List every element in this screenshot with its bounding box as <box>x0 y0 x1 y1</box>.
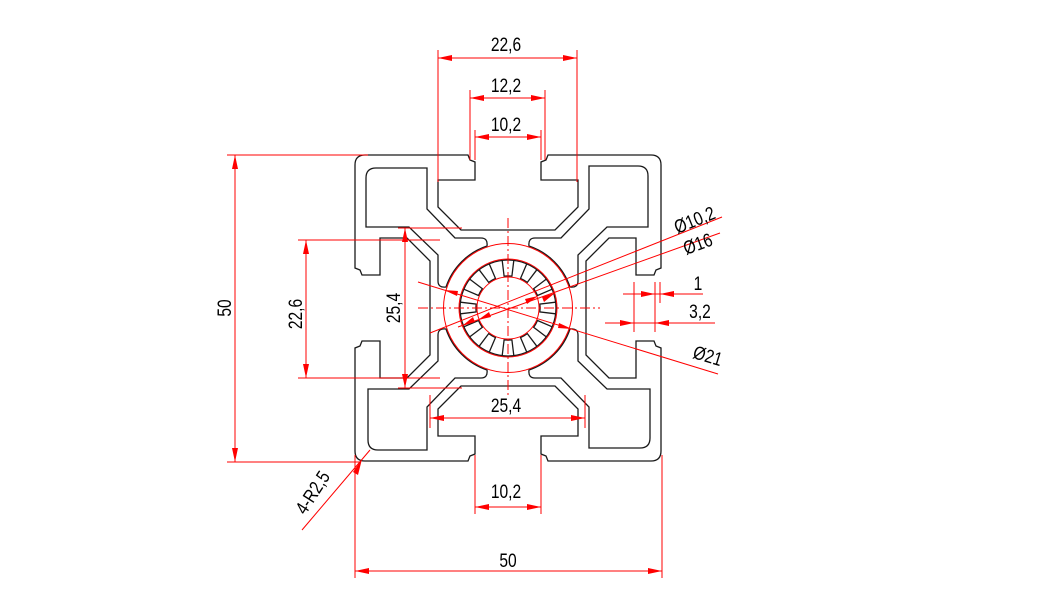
dim-top-12-2: 12,2 <box>469 75 546 160</box>
dim-label: 3,2 <box>689 301 711 323</box>
dim-bore-diameter: Ø10,2 <box>429 202 723 334</box>
center-lines <box>418 218 600 398</box>
corner-cavity <box>528 165 649 288</box>
corner-cavity <box>365 167 488 288</box>
tube-diameter-circle <box>443 243 573 373</box>
dim-label: Ø21 <box>691 341 726 371</box>
dim-label: 4-R2,5 <box>291 467 335 518</box>
corner-cavity <box>528 328 651 449</box>
corner-cavity <box>367 328 488 451</box>
dim-label: 50 <box>499 550 516 572</box>
dim-label: 50 <box>214 299 236 316</box>
dim-label: 22,6 <box>285 299 307 329</box>
dim-label: 1 <box>694 273 703 295</box>
dim-label: 25,4 <box>383 293 405 324</box>
dim-label: 22,6 <box>491 34 521 56</box>
dim-top-10-2: 10,2 <box>474 114 542 160</box>
dim-left-22-6: 22,6 <box>285 239 440 379</box>
dim-bottom-50: 50 <box>354 455 663 578</box>
dim-ring-diameter: Ø16 <box>457 229 721 328</box>
dim-left-25-4: 25,4 <box>383 227 462 389</box>
dim-label: 10,2 <box>491 114 521 136</box>
dim-top-22-6: 22,6 <box>437 34 578 182</box>
dim-bottom-25-4: 25,4 <box>429 395 586 428</box>
dim-label: 12,2 <box>491 75 521 97</box>
dim-label: 10,2 <box>491 481 521 503</box>
dim-label: 25,4 <box>491 395 522 417</box>
bore-diameter-circle <box>476 276 540 340</box>
dim-bottom-10-2: 10,2 <box>474 455 542 514</box>
dim-wall-thickness: 3,2 <box>605 301 715 326</box>
ring-diameter-circle <box>458 258 558 358</box>
profile-outer-outline <box>354 154 662 462</box>
dim-left-50: 50 <box>214 154 368 463</box>
dim-lip-thickness: 1 <box>623 273 703 332</box>
